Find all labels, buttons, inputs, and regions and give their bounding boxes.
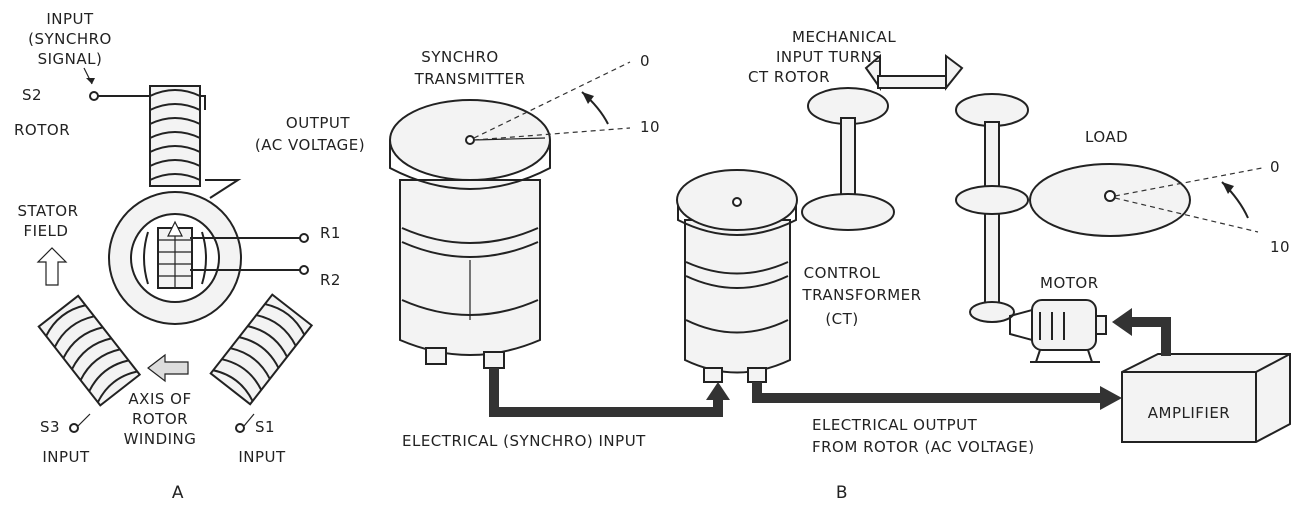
electrical-input-arrow: [494, 368, 718, 412]
stator-field-label-2: FIELD: [24, 222, 69, 240]
motor-label: MOTOR: [1040, 274, 1099, 292]
panel-b-label: B: [836, 483, 848, 503]
control-transformer-label-1: CONTROL: [804, 264, 881, 282]
mechanical-input-label-2: INPUT TURNS: [776, 48, 882, 66]
panel-a: INPUT (SYNCHRO SIGNAL) S2 ROTOR OUTPUT (…: [14, 10, 365, 503]
r2-label: R2: [320, 271, 341, 289]
synchro-transmitter: [390, 100, 550, 368]
panel-a-label: A: [172, 483, 184, 503]
stator-field-label-1: STATOR: [17, 202, 78, 220]
synchro-transmitter-label-2: TRANSMITTER: [414, 70, 526, 88]
electrical-output-label-1: ELECTRICAL OUTPUT: [812, 416, 978, 434]
electrical-input-arrowhead: [706, 382, 730, 400]
load-zero-label: 0: [1270, 158, 1280, 176]
input-label-left: INPUT: [42, 448, 90, 466]
rotor-label: ROTOR: [14, 121, 70, 139]
stator-coil-right: [211, 295, 312, 405]
mechanical-input-label-1: MECHANICAL: [792, 28, 896, 46]
gear-train: [802, 56, 1190, 322]
control-transformer-label-2: TRANSFORMER: [801, 286, 921, 304]
amplifier-label: AMPLIFIER: [1148, 404, 1230, 422]
panel-b: SYNCHRO TRANSMITTER 0 10: [390, 28, 1290, 503]
s2-label: S2: [22, 86, 42, 104]
control-transformer: [677, 170, 797, 382]
axis-arrow-icon: [148, 355, 188, 381]
electrical-output-arrowhead: [1100, 386, 1122, 410]
axis-label-1: AXIS OF: [128, 390, 191, 408]
motor: [1010, 300, 1106, 362]
control-transformer-label-3: (CT): [825, 310, 858, 328]
amplifier-box: [1122, 354, 1290, 442]
r1-label: R1: [320, 224, 341, 242]
stator-field-arrow-icon: [38, 248, 66, 285]
s1-label: S1: [255, 418, 275, 436]
synchro-transmitter-label-1: SYNCHRO: [421, 48, 498, 66]
electrical-input-label: ELECTRICAL (SYNCHRO) INPUT: [402, 432, 646, 450]
output-label-2: (AC VOLTAGE): [255, 136, 365, 154]
s1-terminal: [236, 424, 244, 432]
input-label-right: INPUT: [238, 448, 286, 466]
electrical-output-label-2: FROM ROTOR (AC VOLTAGE): [812, 438, 1035, 456]
axis-label-2: ROTOR: [132, 410, 188, 428]
amplifier-to-motor-arrow: [1130, 322, 1166, 356]
electrical-output-arrow: [757, 382, 1100, 398]
output-label-1: OUTPUT: [286, 114, 350, 132]
axis-label-3: WINDING: [124, 430, 197, 448]
s1-arrow: [244, 414, 254, 426]
load-ten-label: 10: [1270, 238, 1290, 256]
stator-coil-top: [150, 86, 238, 198]
load-label: LOAD: [1085, 128, 1128, 146]
amplifier-to-motor-arrowhead: [1112, 308, 1132, 336]
rotor-winding: [158, 222, 192, 288]
input-arrowhead-top: [86, 78, 95, 84]
r1-terminal: [300, 234, 308, 242]
s3-terminal: [70, 424, 78, 432]
s3-label: S3: [40, 418, 60, 436]
input-label-top-1: INPUT: [46, 10, 94, 28]
s3-arrow: [78, 414, 90, 426]
s2-terminal: [90, 92, 98, 100]
input-label-top-2: (SYNCHRO: [28, 30, 112, 48]
input-label-top-3: SIGNAL): [38, 50, 103, 68]
mechanical-input-label-3: CT ROTOR: [748, 68, 830, 86]
stator-coil-left: [39, 296, 140, 406]
dial-ten-label: 10: [640, 118, 660, 136]
r2-terminal: [300, 266, 308, 274]
dial-zero-label: 0: [640, 52, 650, 70]
